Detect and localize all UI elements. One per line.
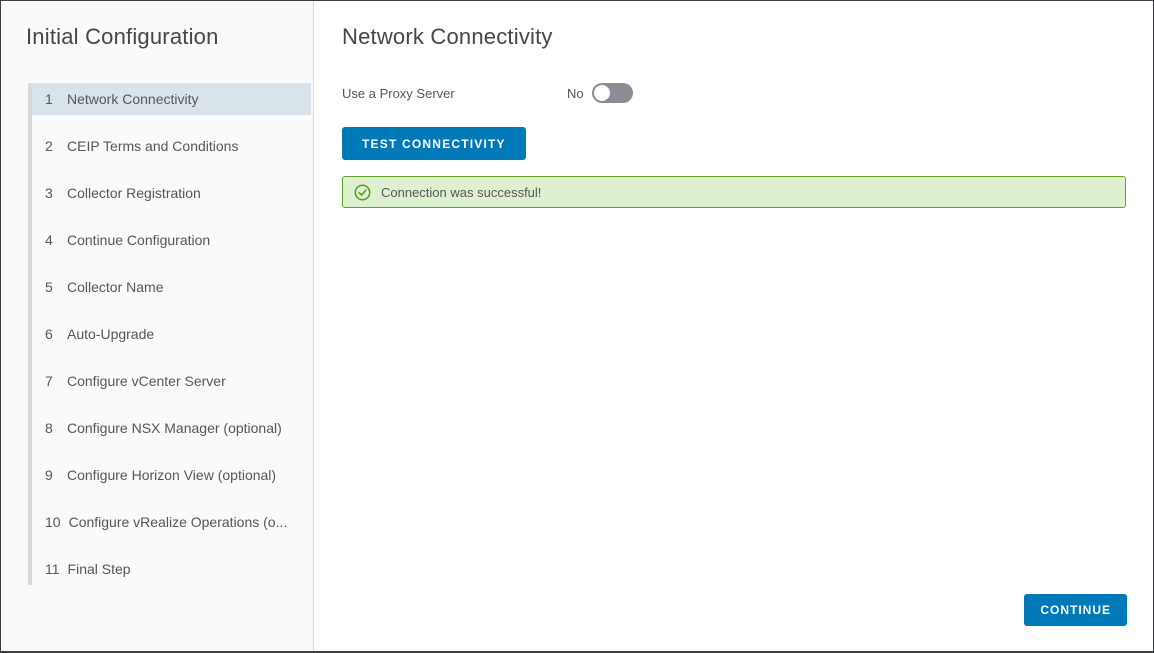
sidebar-step-6[interactable]: 6 Auto-Upgrade: [32, 318, 311, 350]
step-number: 4: [45, 232, 53, 248]
success-alert: Connection was successful!: [342, 176, 1126, 208]
step-label: Collector Name: [67, 279, 164, 295]
step-number: 7: [45, 373, 53, 389]
step-number: 1: [45, 91, 53, 107]
sidebar-step-2[interactable]: 2 CEIP Terms and Conditions: [32, 130, 311, 162]
sidebar-step-4[interactable]: 4 Continue Configuration: [32, 224, 311, 256]
sidebar-step-3[interactable]: 3 Collector Registration: [32, 177, 311, 209]
step-label: CEIP Terms and Conditions: [67, 138, 239, 154]
sidebar-step-1[interactable]: 1 Network Connectivity: [32, 83, 311, 115]
sidebar-step-9[interactable]: 9 Configure Horizon View (optional): [32, 459, 311, 491]
sidebar-step-8[interactable]: 8 Configure NSX Manager (optional): [32, 412, 311, 444]
page-title: Network Connectivity: [342, 24, 553, 49]
test-connectivity-button[interactable]: TEST CONNECTIVITY: [342, 127, 526, 160]
step-label: Collector Registration: [67, 185, 201, 201]
proxy-setting-row: Use a Proxy Server No: [342, 83, 1126, 103]
step-number: 6: [45, 326, 53, 342]
step-number: 8: [45, 420, 53, 436]
success-check-icon: [354, 184, 371, 200]
step-progress-rail: [28, 83, 32, 585]
step-label: Configure Horizon View (optional): [67, 467, 277, 483]
step-label: Configure vRealize Operations (o...: [68, 514, 288, 530]
step-number: 3: [45, 185, 53, 201]
step-label: Final Step: [67, 561, 131, 577]
step-label: Configure NSX Manager (optional): [67, 420, 282, 436]
step-number: 2: [45, 138, 53, 154]
wizard-sidebar: Initial Configuration 1 Network Connecti…: [1, 1, 314, 651]
step-label: Network Connectivity: [67, 91, 199, 107]
proxy-toggle[interactable]: [591, 83, 633, 103]
step-content-panel: Network Connectivity Use a Proxy Server …: [315, 1, 1153, 651]
step-number: 5: [45, 279, 53, 295]
step-number: 9: [45, 467, 53, 483]
toggle-knob-icon: [593, 85, 610, 101]
step-number: 10: [45, 514, 61, 530]
sidebar-step-10[interactable]: 10 Configure vRealize Operations (o...: [32, 506, 311, 538]
wizard-title: Initial Configuration: [26, 24, 219, 49]
sidebar-step-5[interactable]: 5 Collector Name: [32, 271, 311, 303]
sidebar-step-11[interactable]: 11 Final Step: [32, 553, 311, 585]
proxy-label: Use a Proxy Server: [342, 85, 455, 101]
step-label: Auto-Upgrade: [67, 326, 155, 342]
step-label: Configure vCenter Server: [67, 373, 226, 389]
proxy-toggle-state: No: [567, 85, 584, 101]
wizard-step-list: 1 Network Connectivity 2 CEIP Terms and …: [1, 83, 313, 585]
continue-button[interactable]: CONTINUE: [1024, 594, 1127, 626]
sidebar-step-7[interactable]: 7 Configure vCenter Server: [32, 365, 311, 397]
step-label: Continue Configuration: [67, 232, 211, 248]
success-alert-text: Connection was successful!: [381, 184, 542, 200]
step-number: 11: [45, 561, 60, 577]
